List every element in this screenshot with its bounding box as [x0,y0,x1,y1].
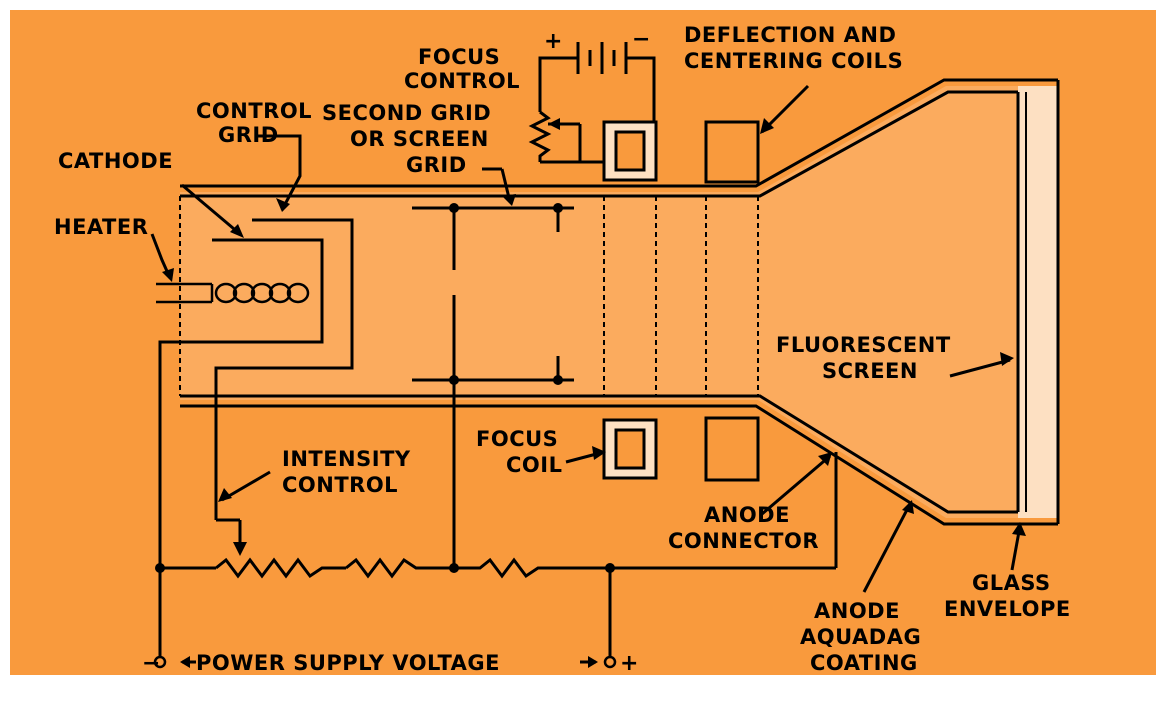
label-intensity-2: CONTROL [282,473,398,497]
label-aquadag-1: ANODE [814,599,900,623]
label-anode-connector-2: CONNECTOR [668,529,819,553]
label-anode-connector-1: ANODE [704,503,790,527]
arrow-icon [162,118,1026,668]
terminal-icon [603,655,617,669]
tube-envelope [179,78,1060,526]
label-deflection-1: DEFLECTION AND [684,23,896,47]
power-bus [158,452,838,658]
tube-outline-bottom-inner [180,394,1018,514]
glass-envelope-face [1018,86,1058,518]
tube-outline-top [180,78,1058,188]
tube-outline-top-inner [180,90,1018,198]
power-minus-sign: − [142,651,160,676]
label-aquadag-2: AQUADAG [800,625,921,649]
label-second-grid-1: SECOND GRID [322,101,491,125]
grid-node-3 [449,375,459,385]
label-second-grid-3: GRID [406,153,467,177]
label-focus-coil-2: COIL [506,453,562,477]
tube-interior [180,86,1058,518]
tube-outline-bottom [180,404,1058,526]
battery-minus-sign: − [632,27,650,52]
second-grid [412,206,574,568]
label-fluorescent-1: FLUORESCENT [776,333,951,357]
grid-node-2 [553,203,563,213]
label-deflection-2: CENTERING COILS [684,49,903,73]
bus-node-mid [449,563,459,573]
label-focus-coil-1: FOCUS [476,427,558,451]
intensity-wiper-arrow [233,542,247,556]
label-fluorescent-2: SCREEN [822,359,918,383]
grid-node-4 [553,375,563,385]
label-focus-control-1: FOCUS [418,45,500,69]
label-intensity-1: INTENSITY [282,447,411,471]
heater-coil-icon [156,282,310,304]
power-plus-sign: + [620,651,638,676]
label-glass-2: ENVELOPE [944,597,1071,621]
cathode [158,238,324,568]
control-grid [214,218,354,500]
grid-node-1 [449,203,459,213]
label-control-grid-2: GRID [218,123,279,147]
label-power-supply: POWER SUPPLY VOLTAGE [196,651,500,675]
label-glass-1: GLASS [972,571,1051,595]
label-aquadag-3: COATING [810,651,918,675]
focus-control-arrow [548,118,560,130]
label-cathode: CATHODE [58,149,173,173]
bus-node-right [605,563,615,573]
label-second-grid-2: OR SCREEN [350,127,489,151]
label-heater: HEATER [54,215,148,239]
battery-icon [538,42,656,122]
focus-coil [602,120,658,480]
label-focus-control-2: CONTROL [404,69,520,93]
battery-plus-sign: + [544,29,562,54]
terminal-icon [153,655,167,669]
bus-node-left [155,563,165,573]
deflection-coils [704,120,760,482]
label-control-grid-1: CONTROL [196,99,312,123]
